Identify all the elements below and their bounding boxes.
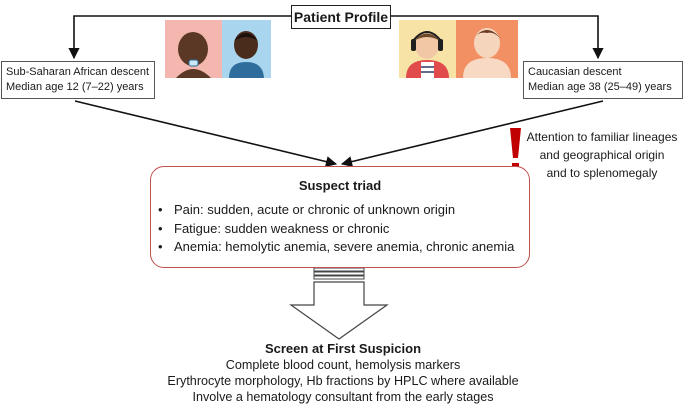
left-to-triad-arrow — [74, 100, 338, 168]
attention-line-2: and geographical origin — [539, 148, 665, 162]
caucasian-adult-avatar — [456, 20, 518, 78]
caucasian-teen-avatar — [399, 20, 456, 78]
block-arrow-down — [289, 267, 389, 340]
african-profile-box: Sub-Saharan African descent Median age 1… — [1, 61, 155, 99]
screen-at-first-suspicion: Screen at First Suspicion Complete blood… — [120, 341, 566, 405]
suspect-triad-list: Pain: sudden, acute or chronic of unknow… — [157, 201, 514, 257]
caucasian-median-age: Median age 38 (25–49) years — [528, 81, 672, 93]
suspect-triad-box: Suspect triad Pain: sudden, acute or chr… — [150, 166, 530, 268]
connector-to-right-profile — [389, 15, 604, 60]
triad-item-anemia: Anemia: hemolytic anemia, severe anemia,… — [157, 238, 514, 257]
attention-line-3: and to splenomegaly — [546, 166, 658, 180]
patient-profile-title: Patient Profile — [291, 5, 391, 29]
screen-title: Screen at First Suspicion — [264, 341, 422, 356]
attention-line-1: Attention to familiar lineages — [526, 130, 678, 144]
african-descent-label: Sub-Saharan African descent — [6, 66, 150, 78]
screen-line-blood-count: Complete blood count, hemolysis markers — [225, 358, 461, 372]
screen-line-morphology: Erythrocyte morphology, Hb fractions by … — [167, 374, 519, 388]
african-infant-avatar — [165, 20, 222, 78]
attention-note: Attention to familiar lineages and geogr… — [522, 128, 682, 182]
african-median-age: Median age 12 (7–22) years — [6, 81, 144, 93]
triad-item-pain: Pain: sudden, acute or chronic of unknow… — [157, 201, 514, 220]
triad-item-fatigue: Fatigue: sudden weakness or chronic — [157, 220, 514, 239]
caucasian-descent-label: Caucasian descent — [528, 66, 622, 78]
screen-line-consultant: Involve a hematology consultant from the… — [192, 390, 494, 404]
caucasian-profile-box: Caucasian descent Median age 38 (25–49) … — [523, 61, 683, 99]
suspect-triad-title: Suspect triad — [298, 178, 382, 193]
connector-to-left-profile — [68, 15, 291, 60]
african-child-avatar — [222, 20, 271, 78]
exclamation-icon — [510, 128, 521, 170]
